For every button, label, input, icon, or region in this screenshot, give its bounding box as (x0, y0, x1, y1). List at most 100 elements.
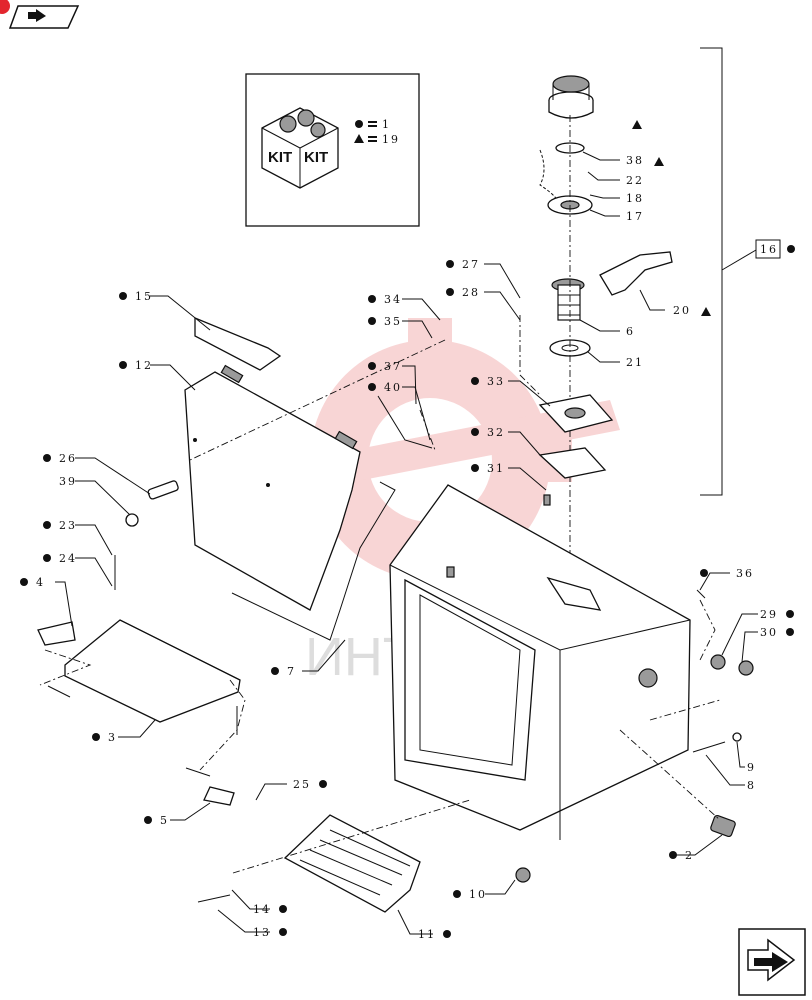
svg-text:37: 37 (384, 360, 402, 373)
svg-text:2: 2 (685, 849, 694, 862)
svg-text:20: 20 (673, 304, 691, 317)
callout-labels: 15 12 26 39 23 24 4 3 5 25 14 13 11 10 2… (20, 120, 795, 941)
callout-30: 30 (760, 626, 794, 639)
callout-39: 39 (59, 475, 77, 488)
leader-lines (55, 151, 758, 935)
callout-20: 20 (673, 304, 711, 317)
svg-text:14: 14 (253, 903, 271, 916)
svg-text:28: 28 (462, 286, 480, 299)
callout-15: 15 (119, 290, 153, 303)
svg-text:3: 3 (108, 731, 117, 744)
svg-text:35: 35 (384, 315, 402, 328)
callout-29: 29 (760, 608, 794, 621)
callout-25: 25 (293, 778, 327, 791)
svg-text:32: 32 (487, 426, 505, 439)
callout-18: 18 (626, 192, 644, 205)
callout-14: 14 (253, 903, 287, 916)
svg-text:27: 27 (462, 258, 480, 271)
svg-text:22: 22 (626, 174, 644, 187)
callout-40: 40 (368, 381, 402, 394)
callout-26: 26 (43, 452, 77, 465)
callout-32: 32 (471, 426, 505, 439)
back-nav-button[interactable] (0, 0, 80, 32)
callout-27: 27 (446, 258, 480, 271)
svg-text:9: 9 (747, 761, 756, 774)
wrench-tool (599, 251, 673, 296)
svg-text:38: 38 (626, 154, 644, 167)
callout-22: 22 (626, 174, 644, 187)
callout-34: 34 (368, 293, 400, 306)
callout-38: 38 (626, 154, 664, 167)
svg-text:25: 25 (293, 778, 311, 791)
back-arrow-icon (0, 0, 80, 29)
legend-triangle-qty: 19 (382, 133, 400, 146)
callout-21: 21 (626, 356, 644, 369)
svg-text:39: 39 (59, 475, 77, 488)
group-bracket (700, 47, 723, 496)
callout-8: 8 (747, 779, 756, 792)
svg-text:7: 7 (287, 665, 296, 678)
svg-text:12: 12 (135, 359, 153, 372)
callout-11: 11 (418, 928, 451, 941)
callout-37: 37 (368, 360, 402, 373)
kit-label-left: KIT (268, 149, 292, 166)
filler-cap (548, 75, 594, 119)
svg-text:21: 21 (626, 356, 644, 369)
svg-text:26: 26 (59, 452, 77, 465)
svg-text:11: 11 (418, 928, 436, 941)
next-page-button[interactable] (738, 928, 806, 996)
step-plate (283, 814, 421, 913)
tank-gasket (538, 447, 607, 479)
svg-text:5: 5 (160, 814, 169, 827)
callout-7: 7 (271, 665, 296, 678)
callout-9: 9 (747, 761, 756, 774)
callout-16: 16 (755, 239, 795, 259)
callout-23: 23 (43, 519, 77, 532)
callout-13: 13 (253, 926, 287, 939)
callout-10: 10 (453, 888, 487, 901)
callout-1 (632, 120, 642, 129)
svg-text:4: 4 (36, 576, 45, 589)
svg-text:13: 13 (253, 926, 271, 939)
callout-5: 5 (144, 814, 169, 827)
svg-text:24: 24 (59, 552, 77, 565)
svg-text:10: 10 (469, 888, 487, 901)
svg-text:18: 18 (626, 192, 644, 205)
triangle-icon (354, 134, 364, 143)
mounting-bracket (37, 619, 241, 723)
svg-text:40: 40 (384, 381, 402, 394)
callout-35: 35 (368, 315, 402, 328)
callout-6: 6 (626, 325, 635, 338)
svg-text:31: 31 (487, 462, 505, 475)
callout-31: 31 (471, 462, 505, 475)
small-bracket (203, 786, 235, 806)
svg-text:6: 6 (626, 325, 635, 338)
svg-text:15: 15 (135, 290, 153, 303)
callout-36: 36 (700, 567, 754, 580)
svg-text:8: 8 (747, 779, 756, 792)
callout-12: 12 (119, 359, 153, 372)
side-cover-panel (184, 364, 361, 611)
svg-text:33: 33 (487, 375, 505, 388)
callout-4: 4 (20, 576, 45, 589)
svg-text:36: 36 (736, 567, 754, 580)
callout-28: 28 (446, 286, 480, 299)
forward-arrow-icon (738, 928, 806, 996)
callout-2: 2 (669, 849, 694, 862)
callout-3: 3 (92, 731, 117, 744)
callout-24: 24 (43, 552, 77, 565)
kit-label-right: KIT (304, 149, 328, 166)
dot-icon (355, 120, 363, 128)
kit-legend-box: KIT KIT 1 19 (245, 73, 420, 227)
svg-text:30: 30 (760, 626, 778, 639)
svg-text:16: 16 (760, 243, 778, 256)
latch (125, 480, 179, 527)
svg-text:29: 29 (760, 608, 778, 621)
pad-strip (194, 317, 282, 371)
legend-dot-qty: 1 (382, 118, 391, 131)
svg-text:23: 23 (59, 519, 77, 532)
callout-17: 17 (626, 210, 642, 223)
callout-33: 33 (471, 375, 505, 388)
fuel-tank (389, 484, 691, 840)
